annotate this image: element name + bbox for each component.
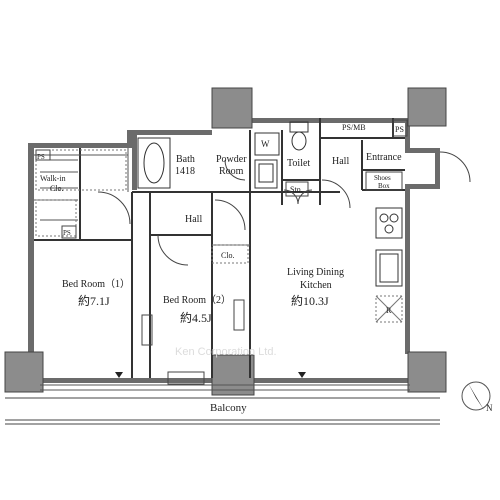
ldk-size: 約10.3J: [291, 293, 329, 308]
ldk-label: Living Dining: [287, 267, 344, 278]
toilet-fixture: [289, 121, 309, 151]
walk-in-closet-label-2: Clo.: [50, 184, 64, 193]
balcony-label: Balcony: [210, 402, 247, 414]
bath-label: Bath: [176, 154, 195, 165]
storage-label: Sto.: [290, 185, 303, 194]
bath-size-label: 1418: [175, 166, 195, 177]
window-markers: [115, 372, 306, 378]
entrance-label: Entrance: [366, 152, 402, 163]
ps-label: PS: [37, 153, 45, 161]
washbasin: [254, 159, 278, 189]
ldk-label-2: Kitchen: [300, 280, 332, 291]
kitchen-sink: [375, 249, 403, 287]
shoes-box-label-2: Box: [378, 182, 390, 190]
w-label: W: [261, 139, 270, 149]
ps-mb-label: PS/MB: [342, 123, 366, 132]
bed-room-1-label: Bed Room（1）: [62, 278, 130, 290]
storage-dashes: [35, 149, 403, 323]
north-arrow-icon: N: [461, 381, 493, 413]
balcony-windows: [141, 299, 245, 385]
ps-boxes: [35, 119, 408, 239]
ps-label: PS: [395, 125, 404, 134]
powder-room-label: Powder: [216, 154, 247, 165]
kitchen-stove: [375, 207, 403, 239]
hall-label: Hall: [185, 214, 202, 225]
shoes-box-label: Shoes: [374, 174, 391, 182]
washing-machine: [254, 132, 280, 156]
hall-label: Hall: [332, 156, 349, 167]
refrigerator-label: R: [386, 306, 392, 315]
doors: [97, 151, 471, 266]
toilet-label: Toilet: [287, 158, 310, 169]
bed-room-2-size: 約4.5J: [180, 310, 212, 325]
bathtub: [137, 137, 171, 189]
powder-room-label-2: Room: [219, 166, 244, 177]
watermark: Ken Corporation Ltd.: [175, 346, 277, 358]
ps-label: PS: [63, 229, 71, 237]
fridge-space: [375, 295, 403, 323]
walk-in-closet-label: Walk-in: [40, 174, 66, 183]
north-label: N: [486, 403, 493, 413]
room-labels: PS PS/MB PS PS W Bath 1418 Powder Room T…: [37, 123, 404, 414]
bed-room-2-label: Bed Room（2）: [163, 294, 231, 306]
balcony-rail: [5, 397, 440, 425]
bed-room-1-size: 約7.1J: [78, 293, 110, 308]
closet-label: Clo.: [221, 251, 235, 260]
structural-columns: [4, 87, 447, 396]
